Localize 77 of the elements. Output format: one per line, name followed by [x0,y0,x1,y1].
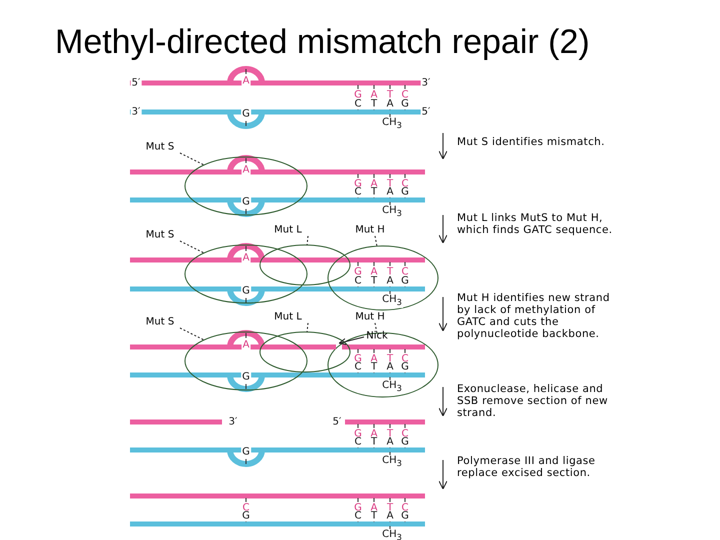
base-letter: T [370,362,378,372]
methyl-label: CH$_{3}$ [381,205,403,219]
base-letter: A [386,436,394,448]
base-letter: A [386,362,394,372]
step-description: Exonuclease, helicase and SSB remove section of new strand. [457,383,609,419]
leader-line [180,152,204,166]
leader-line [180,240,204,254]
strand-end-label: 5′ [130,78,142,88]
protein-label: Mut H [355,312,385,322]
methyl-label: CH$_{3}$ [381,294,403,308]
base-letter: T [370,510,378,522]
strand-end-label: 3′ [228,416,238,428]
base-letter: G [241,286,251,296]
base-letter: A [386,510,394,522]
strand-end-label: 3′ [130,106,142,118]
base-letter: T [370,186,378,198]
base-letter: C [354,276,362,286]
arrow [338,336,364,345]
base-letter: A [386,276,394,286]
base-letter: G [241,372,251,382]
step-description: Mut S identifies mismatch. [457,136,606,148]
base-letter: C [354,362,362,372]
base-letter: G [400,276,410,286]
protein-label: Mut L [274,312,302,322]
protein-outline [184,156,308,216]
base-letter: G [241,196,251,208]
base-letter: A [370,90,378,100]
base-letter: A [242,164,250,176]
base-letter: A [370,266,378,278]
leader-line [180,328,204,340]
base-letter: T [370,436,378,448]
strand-end-label: 5′ [332,416,342,428]
base-letter: G [241,108,251,120]
step-description: Mut H identifies new strand by lack of methylation of GATC and cuts the polynucleotide backbone. [457,292,611,340]
protein-label: Mut S [146,316,174,328]
base-letter: T [370,98,378,110]
protein-outline [260,332,350,372]
protein-outline [184,244,308,304]
protein-label: Nick [366,330,388,342]
methyl-label: CH$_{3}$ [381,529,403,540]
leader-line [306,236,308,246]
base-letter: A [242,252,250,264]
step-description: Polymerase III and ligase replace excised section. [457,455,596,479]
base-letter: G [241,446,251,458]
base-letter: A [242,340,250,350]
leader-line [306,322,308,333]
protein-outline [184,332,308,390]
base-letter: A [386,98,394,110]
step-description: Mut L links MutS to Mut H, which finds GATC sequence. [457,212,614,236]
title: Methyl-directed mismatch repair (2) [55,22,590,63]
methyl-label: CH$_{3}$ [381,117,403,131]
base-letter: C [354,436,362,448]
protein-label: Mut S [146,142,174,152]
base-letter: T [370,276,378,286]
strand-end-label: 5′ [420,106,432,118]
protein-outline [328,246,438,310]
base-letter: G [241,510,251,522]
base-letter: G [400,362,410,372]
base-letter: C [354,98,362,110]
leader-line [374,322,378,334]
base-letter: G [400,510,410,522]
protein-outline [260,244,350,286]
base-letter: C [354,510,362,522]
base-letter: A [242,76,250,86]
base-letter: C [354,186,362,198]
base-letter: G [400,98,410,110]
methyl-label: CH$_{3}$ [381,380,403,394]
strand-end-label: 3′ [420,78,432,88]
leader-line [374,236,378,247]
base-letter: A [386,186,394,198]
protein-label: Mut L [274,224,302,236]
methyl-label: CH$_{3}$ [381,455,403,469]
protein-label: Mut S [146,230,174,240]
protein-label: Mut H [355,224,385,236]
protein-outline [328,332,438,398]
base-letter: G [400,436,410,448]
base-letter: G [400,186,410,198]
